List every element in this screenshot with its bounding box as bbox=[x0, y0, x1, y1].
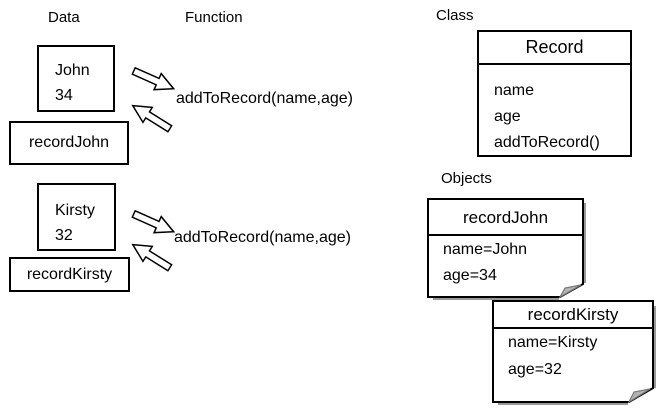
object-title: recordJohn bbox=[462, 208, 549, 227]
object-field-name: name=Kirsty bbox=[508, 334, 598, 351]
block-arrow-right-icon bbox=[131, 66, 176, 91]
class-member-method: addToRecord() bbox=[494, 134, 600, 151]
block-arrow-left-icon bbox=[131, 104, 173, 133]
class-record-box: Record name age addToRecord() bbox=[477, 30, 632, 157]
data-box-kirsty: Kirsty 32 bbox=[37, 183, 116, 251]
data-value-name: John bbox=[55, 62, 90, 79]
class-section-label: Class bbox=[436, 7, 474, 24]
folded-note-shape bbox=[427, 198, 586, 300]
folded-corner-icon bbox=[558, 284, 582, 299]
class-member-name: name bbox=[494, 82, 535, 99]
object-field-age: age=34 bbox=[443, 267, 497, 284]
class-member-age: age bbox=[494, 108, 521, 125]
data-section-label: Data bbox=[48, 9, 80, 26]
data-value-age: 32 bbox=[55, 227, 73, 244]
folded-corner-icon bbox=[627, 388, 651, 404]
data-box-john: John 34 bbox=[37, 45, 115, 112]
folded-note-shape bbox=[492, 300, 656, 405]
data-value-age: 34 bbox=[55, 87, 73, 104]
object-field-name: name=John bbox=[443, 241, 528, 258]
object-note-recordjohn: recordJohn name=John age=34 bbox=[427, 197, 589, 303]
function-call-text: addToRecord(name,age) bbox=[174, 229, 351, 246]
data-value-name: Kirsty bbox=[55, 202, 95, 219]
result-box-recordjohn: recordJohn bbox=[9, 121, 129, 165]
object-title: recordKirsty bbox=[527, 305, 619, 324]
object-note-recordkirsty: recordKirsty name=Kirsty age=32 bbox=[492, 299, 660, 409]
objects-section-label: Objects bbox=[441, 170, 492, 187]
block-arrow-right-icon bbox=[131, 209, 176, 234]
class-title: Record bbox=[479, 32, 630, 65]
result-box-recordkirsty: recordKirsty bbox=[9, 257, 130, 292]
function-section-label: Function bbox=[185, 9, 243, 26]
object-field-age: age=32 bbox=[508, 361, 562, 378]
function-call-text: addToRecord(name,age) bbox=[176, 90, 353, 107]
block-arrow-left-icon bbox=[131, 243, 173, 272]
